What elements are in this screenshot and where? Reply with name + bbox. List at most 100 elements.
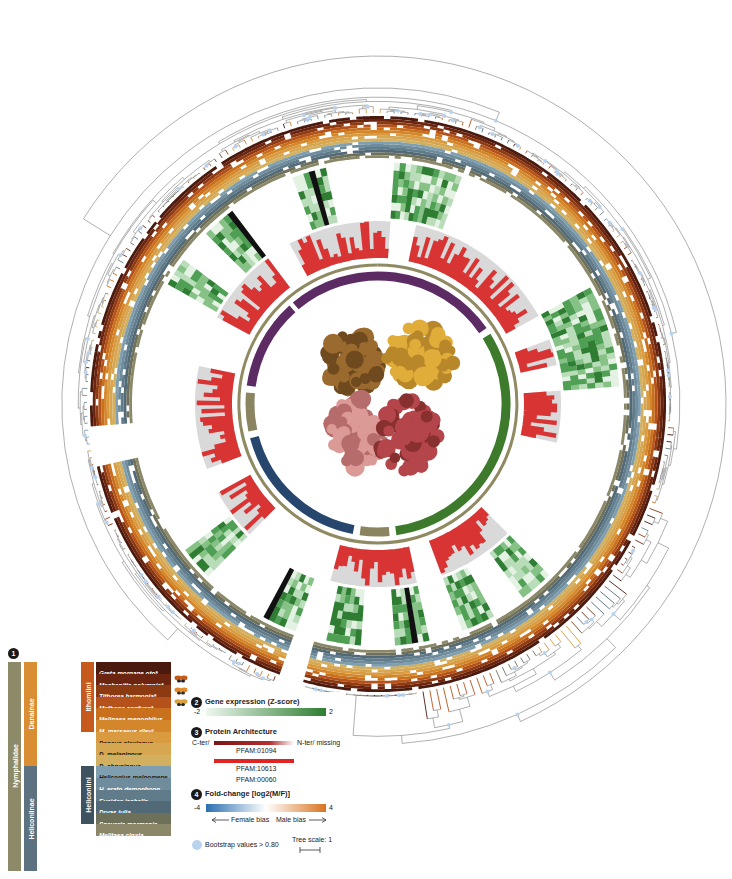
bootstrap-dot <box>401 693 405 697</box>
taxon-name: Ithomiini <box>84 682 91 711</box>
legend-swatch: Greta morgane oto* <box>96 662 171 674</box>
bootstrap-dot <box>652 306 656 310</box>
heatmap-ring <box>129 155 627 653</box>
bootstrap-dot <box>139 573 143 577</box>
protein-structure <box>360 373 371 384</box>
bootstrap-dot <box>512 666 516 670</box>
legend-swatch: Speyeria mormonia <box>96 813 171 825</box>
bootstrap-dot <box>255 672 259 676</box>
protein-structure <box>423 349 442 368</box>
bootstrap-dot <box>93 475 97 479</box>
tree-leaf <box>86 124 673 719</box>
bootstrap-dot <box>612 612 616 616</box>
legend-text: Female bias <box>231 816 269 824</box>
bootstrap-dot <box>139 226 143 230</box>
tree-leaf <box>86 112 671 653</box>
protein-structure <box>398 465 410 477</box>
butterfly-icon <box>175 688 188 695</box>
bootstrap-dot <box>84 371 88 375</box>
protein-structure <box>323 334 343 354</box>
tree-leaf <box>82 115 648 691</box>
taxon-band: Heliconiini <box>81 766 94 824</box>
bootstrap-dot <box>485 690 489 694</box>
legend-text: PFAM:10613 <box>236 765 276 773</box>
bootstrap-dot <box>588 199 592 203</box>
tree-leaf <box>92 119 673 712</box>
taxon-band: Danainae <box>24 662 37 766</box>
family-ring <box>251 309 292 386</box>
callout-number: 1 <box>8 648 19 659</box>
expression-ring <box>168 166 609 645</box>
bootstrap-dot <box>144 580 148 584</box>
bootstrap-dot <box>447 723 451 727</box>
legend-text: Tree scale: 1 <box>292 836 332 844</box>
scale-value: 2 <box>329 708 333 716</box>
heatmap-ring <box>110 136 647 673</box>
taxon-name: Heliconiini <box>84 778 91 813</box>
tree-leaf <box>121 126 670 695</box>
protein-structure <box>390 453 401 464</box>
legend-text: N-ter/ missing <box>297 739 340 747</box>
bootstrap-dot <box>87 351 91 355</box>
tree-leaf <box>229 651 536 683</box>
heatmap-ring <box>118 144 638 664</box>
protein-structure <box>366 340 378 352</box>
protein-structure <box>411 354 424 367</box>
butterfly-icon <box>175 676 188 683</box>
bootstrap-dot <box>590 618 594 622</box>
scale-bar <box>300 847 320 853</box>
bootstrap-dot <box>237 662 241 666</box>
protein-structure <box>345 334 356 345</box>
architecture-ring <box>197 222 557 586</box>
bootstrap-dot <box>397 693 401 697</box>
tree-leaf <box>95 307 670 694</box>
bootstrap-dot <box>86 337 90 341</box>
family-ring <box>239 265 517 543</box>
legend-swatch: D. chrysippus <box>96 755 171 767</box>
bootstrap-dot <box>232 660 236 664</box>
bootstrap-dot <box>428 113 432 117</box>
protein-structure <box>346 351 364 369</box>
legend-swatch: M. marsaeus rileyi <box>96 720 171 732</box>
tree-leaf <box>85 111 388 444</box>
callout-number: 3 <box>191 727 202 738</box>
bootstrap-dot <box>598 205 602 209</box>
family-ring <box>396 336 506 531</box>
arrow <box>212 818 229 823</box>
heatmap-ring <box>101 127 655 681</box>
heatmap-ring <box>98 124 657 683</box>
bootstrap-dot <box>548 671 552 675</box>
domain-bar <box>214 741 294 745</box>
legend-swatch: Heliconius melpomene <box>96 766 171 778</box>
bootstrap-dot <box>543 651 547 655</box>
legend-swatch: Dryas iulia <box>96 801 171 813</box>
family-ring <box>296 276 483 331</box>
bootstrap-dot <box>584 620 588 624</box>
scale-value: 4 <box>329 804 333 812</box>
legend-swatch: Eueides isabella <box>96 790 171 802</box>
bootstrap-dot <box>157 595 161 599</box>
legend-swatch: Methona confusa* <box>96 697 171 709</box>
legend-heading: Gene expression (Z-score) <box>205 698 300 706</box>
protein-structure <box>409 339 421 351</box>
bootstrap-dot <box>319 688 323 692</box>
bootstrap-dot <box>449 110 453 114</box>
tree-leaf <box>87 129 620 625</box>
tree-branch <box>62 56 726 743</box>
protein-structure <box>409 451 428 470</box>
bootstrap-dot <box>631 549 635 553</box>
legend-swatch: D. melanippus <box>96 743 171 755</box>
protein-structure <box>428 435 440 447</box>
bootstrap-dot <box>302 113 306 117</box>
heatmap-ring <box>93 119 663 689</box>
legend-ground <box>0 644 190 879</box>
tree-leaf <box>88 147 623 652</box>
callout-number: 2 <box>191 697 202 708</box>
bootstrap-dot <box>205 164 209 168</box>
bootstrap-dot <box>192 629 196 633</box>
bootstrap-dot <box>666 368 670 372</box>
bootstrap-dot <box>90 466 94 470</box>
bootstrap-dot <box>638 271 642 275</box>
protein-structure <box>388 335 399 346</box>
protein-structure <box>367 456 377 466</box>
